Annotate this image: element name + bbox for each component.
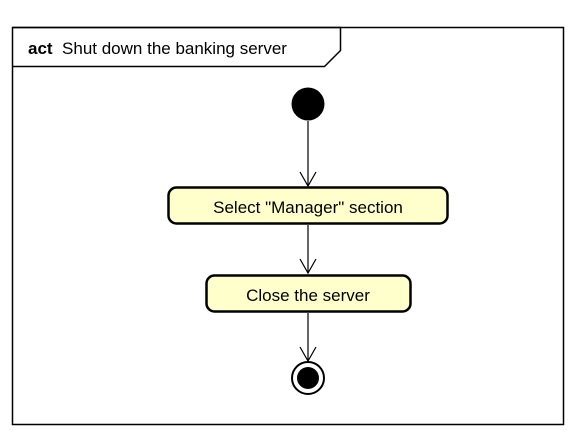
diagram-frame [11,26,565,426]
frame-name: Shut down the banking server [62,39,287,58]
initial-node[interactable] [291,87,325,121]
frame-title: act Shut down the banking server [28,39,287,58]
action-label-select-manager: Select "Manager" section [213,198,403,217]
activity-final-node[interactable] [291,361,325,395]
action-label-close-server: Close the server [246,286,370,305]
action-close-the-server[interactable]: Close the server [205,274,412,313]
frame-keyword: act [28,39,53,58]
control-flow-1 [299,121,317,188]
frame-name-tab [12,26,342,68]
control-flow-2 [299,225,317,275]
action-select-manager-section[interactable]: Select "Manager" section [167,186,449,225]
